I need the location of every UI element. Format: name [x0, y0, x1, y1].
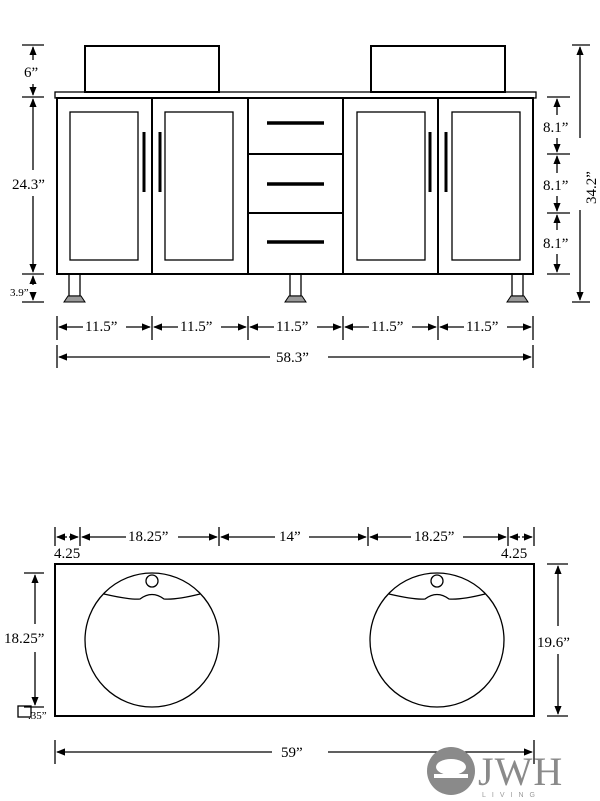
drawer-height-label: 8.1”	[543, 120, 568, 136]
top-total-width-label: 59”	[281, 745, 303, 761]
front-view: 6” 24.3” 3.9” 8.1” 8.1” 8.1”	[10, 44, 600, 368]
total-height-label: 34.2”	[584, 171, 600, 204]
leg-height-label: 3.9”	[10, 287, 29, 299]
drawer-pulls	[267, 121, 324, 244]
section-width-dimensions: 11.5” 11.5” 11.5” 11.5” 11.5”	[56, 316, 534, 340]
section-width-label: 11.5”	[466, 319, 498, 335]
section-width-label: 11.5”	[180, 319, 212, 335]
top-total-width-dimension: 59”	[54, 740, 535, 764]
left-margin-label: 4.25	[54, 546, 80, 562]
drawer-height-dimensions: 8.1” 8.1” 8.1”	[543, 96, 570, 275]
front-total-width-dimension: 58.3”	[56, 345, 534, 368]
top-width-dimensions: 18.25” 14” 18.25” 4.25 4.25	[54, 527, 535, 562]
cabinet-legs	[63, 273, 529, 303]
basin-depth-label: 18.25”	[4, 631, 44, 647]
door-panel	[451, 111, 521, 261]
front-margin-box	[17, 705, 32, 718]
door-panel	[69, 111, 139, 261]
cabinet-height-label: 24.3”	[12, 177, 45, 193]
basin-right	[369, 572, 505, 708]
basin-width-right-label: 18.25”	[414, 529, 454, 545]
top-height-label: 6”	[24, 65, 38, 81]
top-left-depth-dimensions: 18.25” .35”	[4, 572, 47, 722]
top-total-depth-dimension: 19.6”	[537, 563, 570, 717]
top-view: 18.25” 14” 18.25” 4.25 4.25 18.25” .35”	[4, 527, 570, 764]
section-width-label: 11.5”	[276, 319, 308, 335]
basin-width-left-label: 18.25”	[128, 529, 168, 545]
total-depth-label: 19.6”	[537, 635, 570, 651]
vessel-sink-left	[84, 45, 220, 93]
right-margin-label: 4.25	[501, 546, 527, 562]
front-left-dimensions: 6” 24.3” 3.9”	[10, 44, 45, 303]
logo-wordmark: JWH	[478, 749, 563, 794]
jwh-logo: JWH LIVING	[427, 747, 563, 799]
front-total-width-label: 58.3”	[276, 350, 309, 366]
section-width-label: 11.5”	[85, 319, 117, 335]
section-width-label: 11.5”	[371, 319, 403, 335]
total-height-dimension: 34.2”	[572, 44, 600, 303]
door-panel	[356, 111, 426, 261]
logo-tagline: LIVING	[482, 792, 541, 799]
door-panel	[164, 111, 234, 261]
door-handles	[142, 132, 448, 192]
countertop-outline	[54, 563, 535, 717]
basin-left	[84, 572, 220, 708]
front-margin-label: .35”	[28, 710, 47, 722]
drawer-height-label: 8.1”	[543, 178, 568, 194]
vessel-sink-right	[370, 45, 506, 93]
drawer-height-label: 8.1”	[543, 236, 568, 252]
basin-gap-label: 14”	[279, 529, 301, 545]
